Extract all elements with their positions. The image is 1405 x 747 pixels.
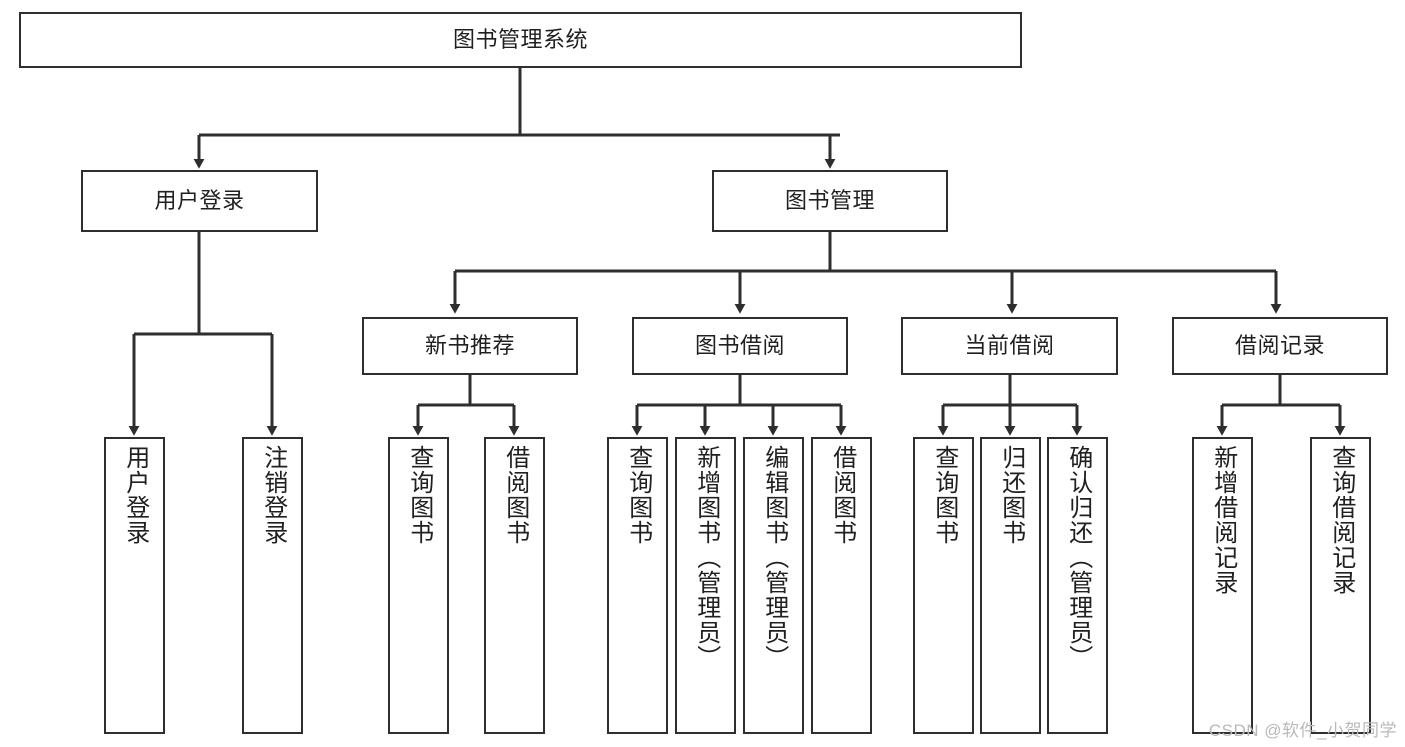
node-label: 图书借阅 bbox=[694, 333, 785, 359]
node-label: 借阅记录 bbox=[1234, 333, 1325, 359]
node-root-book-management-system[interactable]: 图书管理系统 bbox=[19, 12, 1022, 68]
node-book-management[interactable]: 图书管理 bbox=[712, 170, 948, 232]
leaf-borrow-book-1[interactable]: 借阅图书 bbox=[484, 437, 545, 734]
node-label: 新增图书（管理员） bbox=[692, 445, 720, 670]
node-borrow-record[interactable]: 借阅记录 bbox=[1172, 317, 1388, 375]
leaf-query-book-2[interactable]: 查询图书 bbox=[607, 437, 668, 734]
node-label: 注销登录 bbox=[259, 445, 287, 545]
node-label: 当前借阅 bbox=[964, 333, 1055, 359]
node-label: 归还图书 bbox=[997, 445, 1025, 545]
node-label: 查询图书 bbox=[405, 445, 433, 545]
node-label: 编辑图书（管理员） bbox=[760, 445, 788, 670]
leaf-borrow-book-2[interactable]: 借阅图书 bbox=[811, 437, 872, 734]
leaf-confirm-return[interactable]: 确认归还（管理员） bbox=[1047, 437, 1108, 734]
csdn-watermark: CSDN @软件_小贺同学 bbox=[1208, 721, 1397, 740]
node-label: 新书推荐 bbox=[424, 333, 515, 359]
leaf-user-logout[interactable]: 注销登录 bbox=[242, 437, 303, 734]
leaf-user-login[interactable]: 用户登录 bbox=[104, 437, 165, 734]
leaf-return-book[interactable]: 归还图书 bbox=[980, 437, 1041, 734]
node-new-book-recommend[interactable]: 新书推荐 bbox=[362, 317, 578, 375]
node-current-borrow[interactable]: 当前借阅 bbox=[901, 317, 1118, 375]
node-label: 查询借阅记录 bbox=[1327, 445, 1355, 595]
leaf-edit-book[interactable]: 编辑图书（管理员） bbox=[743, 437, 804, 734]
node-label: 确认归还（管理员） bbox=[1064, 445, 1092, 670]
node-label: 查询图书 bbox=[930, 445, 958, 545]
leaf-query-book-3[interactable]: 查询图书 bbox=[913, 437, 974, 734]
node-label: 新增借阅记录 bbox=[1209, 445, 1237, 595]
node-user-login[interactable]: 用户登录 bbox=[81, 170, 318, 232]
node-label: 图书管理 bbox=[784, 188, 875, 214]
node-label: 查询图书 bbox=[624, 445, 652, 545]
leaf-query-book-1[interactable]: 查询图书 bbox=[388, 437, 449, 734]
node-label: 借阅图书 bbox=[828, 445, 856, 545]
node-label: 图书管理系统 bbox=[452, 27, 588, 53]
node-label: 用户登录 bbox=[121, 445, 149, 545]
leaf-add-record[interactable]: 新增借阅记录 bbox=[1192, 437, 1253, 734]
node-book-borrow[interactable]: 图书借阅 bbox=[632, 317, 848, 375]
node-label: 借阅图书 bbox=[501, 445, 529, 545]
leaf-add-book[interactable]: 新增图书（管理员） bbox=[675, 437, 736, 734]
node-label: 用户登录 bbox=[154, 188, 245, 214]
leaf-query-record[interactable]: 查询借阅记录 bbox=[1310, 437, 1371, 734]
